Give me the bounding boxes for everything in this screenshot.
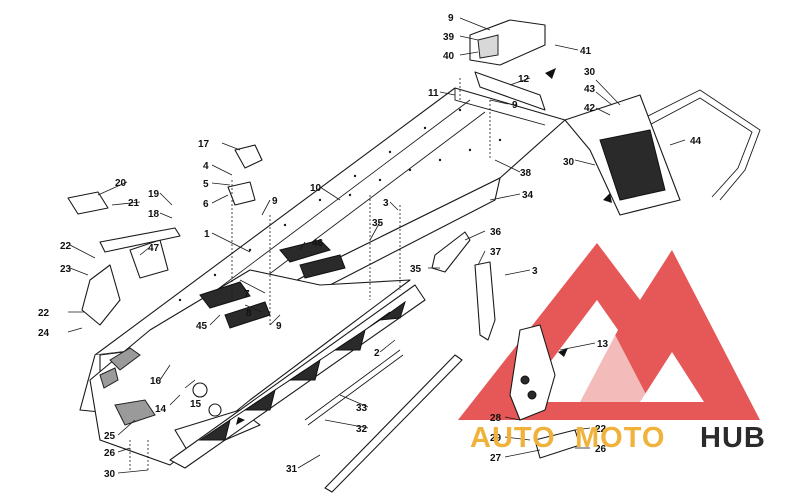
callout-10: 10 bbox=[310, 183, 322, 194]
callout-35: 35 bbox=[372, 218, 384, 229]
tunnel-rivets bbox=[178, 108, 502, 302]
leader-lines bbox=[67, 17, 686, 474]
rear-bracket bbox=[469, 19, 546, 66]
callout-9: 9 bbox=[512, 100, 518, 111]
callout-46: 46 bbox=[312, 238, 324, 249]
callout-5: 5 bbox=[203, 179, 209, 190]
step-bracket bbox=[509, 324, 581, 459]
left-small-parts bbox=[67, 144, 263, 426]
callout-41: 41 bbox=[580, 46, 592, 57]
callout-32: 32 bbox=[356, 424, 368, 435]
callout-28: 28 bbox=[490, 413, 502, 424]
direction-arrows bbox=[236, 68, 612, 425]
callout-29: 29 bbox=[490, 433, 502, 444]
callout-26: 26 bbox=[595, 444, 607, 455]
footrest-lattice bbox=[169, 284, 426, 469]
watermark-logo bbox=[458, 243, 760, 420]
callout-14: 14 bbox=[155, 404, 167, 415]
callout-34: 34 bbox=[522, 190, 534, 201]
callout-2: 2 bbox=[374, 348, 380, 359]
callout-9: 9 bbox=[272, 196, 278, 207]
rear-support-bar bbox=[474, 71, 546, 111]
snow-flap-assembly bbox=[564, 94, 681, 216]
watermark-text: AUTO MOTO HUB bbox=[470, 422, 766, 454]
callout-22: 22 bbox=[60, 241, 72, 252]
watermark-moto: MOTO bbox=[575, 422, 665, 454]
callout-45: 45 bbox=[196, 321, 208, 332]
rear-bumper-loop bbox=[619, 89, 761, 201]
mount-bracket-36 bbox=[431, 231, 471, 273]
callout-4: 4 bbox=[203, 161, 209, 172]
callout-18: 18 bbox=[148, 209, 160, 220]
callout-36: 36 bbox=[490, 227, 502, 238]
callout-3: 3 bbox=[532, 266, 538, 277]
callout-17: 17 bbox=[198, 139, 210, 150]
callout-47: 47 bbox=[148, 243, 160, 254]
callout-21: 21 bbox=[128, 198, 140, 209]
callout-19: 19 bbox=[148, 189, 160, 200]
callout-42: 42 bbox=[584, 103, 596, 114]
callout-15: 15 bbox=[190, 399, 202, 410]
side-running-board bbox=[89, 269, 411, 466]
callout-26: 26 bbox=[104, 448, 116, 459]
callout-7: 7 bbox=[244, 289, 250, 300]
callout-22: 22 bbox=[595, 424, 607, 435]
callout-11: 11 bbox=[428, 88, 439, 99]
strap-37 bbox=[474, 261, 496, 341]
callout-6: 6 bbox=[203, 199, 209, 210]
watermark-auto: AUTO bbox=[470, 422, 556, 454]
callout-labels: 9 39 40 41 12 11 9 30 43 42 44 30 38 34 … bbox=[38, 13, 702, 480]
callout-1: 1 bbox=[204, 229, 210, 240]
fastener-lines bbox=[129, 78, 491, 470]
callout-9: 9 bbox=[276, 321, 282, 332]
callout-13: 13 bbox=[597, 339, 609, 350]
callout-31: 31 bbox=[286, 464, 298, 475]
callout-30: 30 bbox=[584, 67, 596, 78]
callout-35: 35 bbox=[410, 264, 422, 275]
callout-39: 39 bbox=[443, 32, 455, 43]
callout-3: 3 bbox=[383, 198, 389, 209]
callout-33: 33 bbox=[356, 403, 368, 414]
callout-24: 24 bbox=[38, 328, 50, 339]
callout-38: 38 bbox=[520, 168, 532, 179]
callout-40: 40 bbox=[443, 51, 455, 62]
callout-44: 44 bbox=[690, 136, 702, 147]
callout-23: 23 bbox=[60, 264, 72, 275]
callout-8: 8 bbox=[246, 308, 252, 319]
traction-pads bbox=[199, 239, 346, 329]
callout-22: 22 bbox=[38, 308, 50, 319]
bumper-rails bbox=[304, 349, 463, 493]
callout-30: 30 bbox=[104, 469, 116, 480]
callout-43: 43 bbox=[584, 84, 596, 95]
callout-9: 9 bbox=[448, 13, 454, 24]
callout-16: 16 bbox=[150, 376, 162, 387]
watermark-hub: HUB bbox=[700, 422, 766, 454]
callout-37: 37 bbox=[490, 247, 502, 258]
callout-30: 30 bbox=[563, 157, 575, 168]
callout-25: 25 bbox=[104, 431, 116, 442]
callout-27: 27 bbox=[490, 453, 502, 464]
callout-12: 12 bbox=[518, 74, 530, 85]
callout-20: 20 bbox=[115, 178, 127, 189]
